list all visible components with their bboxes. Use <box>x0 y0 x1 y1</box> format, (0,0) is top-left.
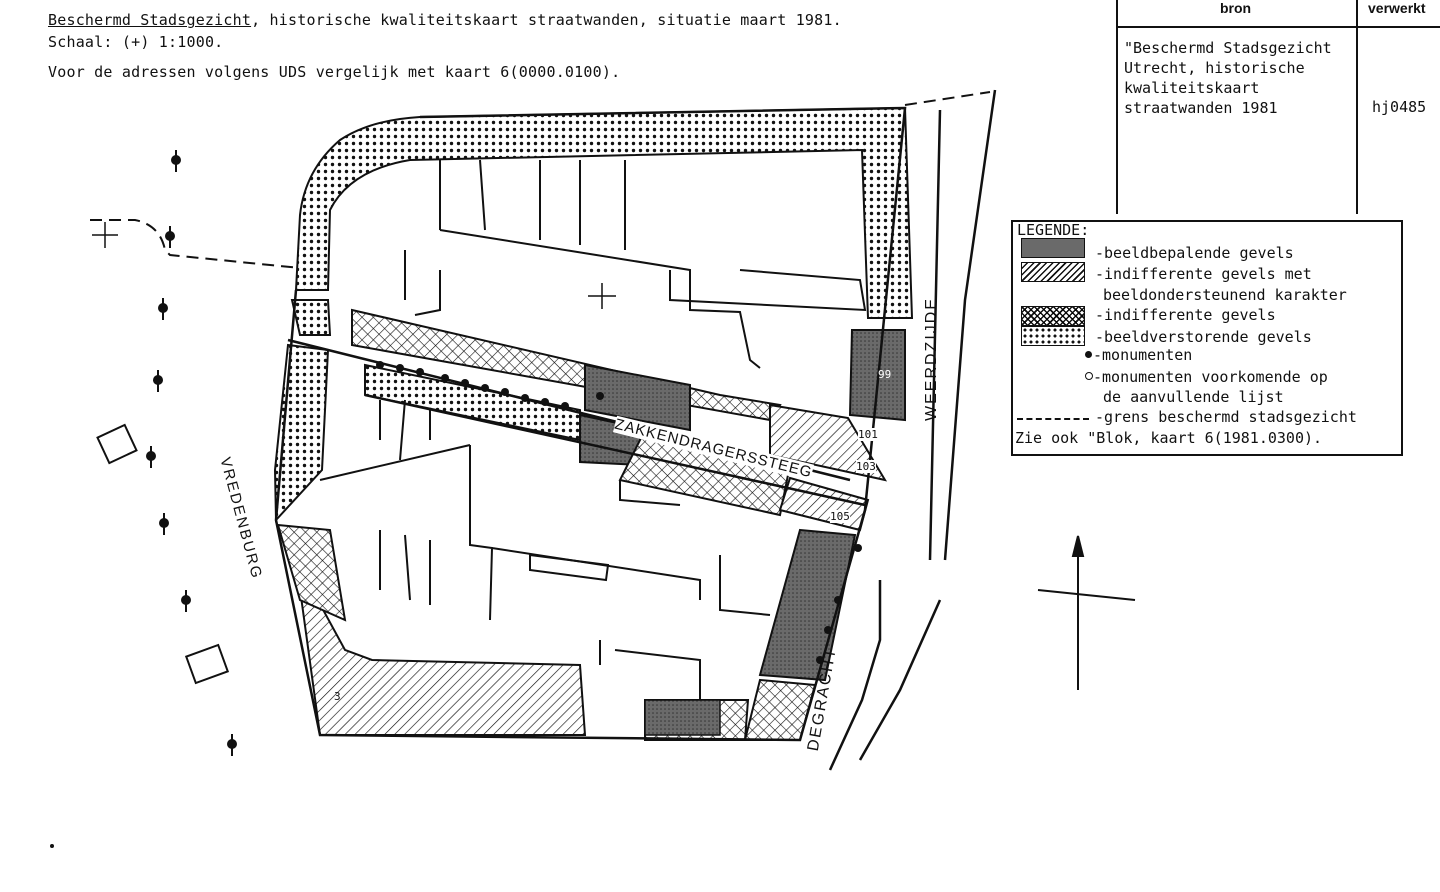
legend-item: -grens beschermd stadsgezicht <box>1095 408 1357 426</box>
boundary-line-icon <box>1017 418 1089 420</box>
legend-item: -monumenten voorkomende op <box>1093 368 1328 386</box>
disturbing-facade-band <box>294 106 914 319</box>
address-note: Voor de adressen volgens UDS vergelijk m… <box>48 63 621 81</box>
legend-item: beeldondersteunend karakter <box>1103 286 1347 304</box>
legend-title: LEGENDE: <box>1017 221 1090 239</box>
house-number: 3 <box>334 690 341 703</box>
bron-text: "Beschermd Stadsgezicht Utrecht, histori… <box>1124 39 1332 117</box>
legend-item: -monumenten <box>1093 346 1193 364</box>
scale-line: Schaal: (+) 1:1000. <box>48 32 223 52</box>
street-label-weerdzijde: WEERDZIJDE <box>923 297 940 421</box>
steeg-south-edge <box>364 393 866 507</box>
legend-see-also: Zie ook "Blok, kaart 6(1981.0300). <box>1015 429 1323 447</box>
block-outline <box>274 106 907 742</box>
map-title-rest: , historische kwaliteitskaart straatwand… <box>251 11 842 29</box>
house-number: 99 <box>878 368 892 381</box>
legend-item: de aanvullende lijst <box>1103 388 1284 406</box>
house-number: 101 <box>858 428 878 441</box>
supplementary-monument-icon <box>1085 372 1093 380</box>
oudegracht-dark-column <box>758 528 857 682</box>
scale-symbol: (+) <box>121 33 150 51</box>
house-number: 103 <box>856 460 876 473</box>
oudegracht-edge <box>828 580 942 771</box>
swatch-indifferent <box>1021 306 1085 326</box>
sw-small-hatched <box>276 523 347 622</box>
monument-dot-icon <box>1085 351 1092 358</box>
protection-boundary <box>90 91 991 269</box>
map-title: Beschermd Stadsgezicht, historische kwal… <box>48 10 842 30</box>
kiosk-2 <box>184 643 230 685</box>
swatch-disturbing <box>1021 326 1085 346</box>
legend-item: -beeldbepalende gevels <box>1095 244 1294 262</box>
north-arrow <box>1037 535 1136 690</box>
monument-stems <box>150 150 233 756</box>
scale-value: 1:1000. <box>158 33 224 51</box>
west-dotted-band <box>273 299 332 523</box>
oudegracht-dark-south <box>644 699 721 736</box>
legend-item: -indifferente gevels met <box>1095 265 1312 283</box>
crosshair-marks <box>92 222 616 309</box>
legend-item: -beeldverstorende gevels <box>1095 328 1312 346</box>
col-verwerkt: verwerkt <box>1368 0 1426 16</box>
legend: LEGENDE: -beeldbepalende gevels -indiffe… <box>1011 220 1403 456</box>
weerdzijde-edge <box>928 89 997 561</box>
source-table: bron verwerkt <box>1116 0 1440 214</box>
house-number: 105 <box>830 510 850 523</box>
scale-label: Schaal: <box>48 33 113 51</box>
kiosk-1 <box>96 423 138 465</box>
legend-item: -indifferente gevels <box>1095 306 1276 324</box>
plot-lines <box>319 159 867 700</box>
map-title-underlined: Beschermd Stadsgezicht <box>48 11 252 29</box>
col-bron: bron <box>1220 0 1252 16</box>
verwerkt-code: hj0485 <box>1372 98 1427 116</box>
swatch-defining <box>1021 238 1085 258</box>
swatch-supportive <box>1021 262 1085 282</box>
